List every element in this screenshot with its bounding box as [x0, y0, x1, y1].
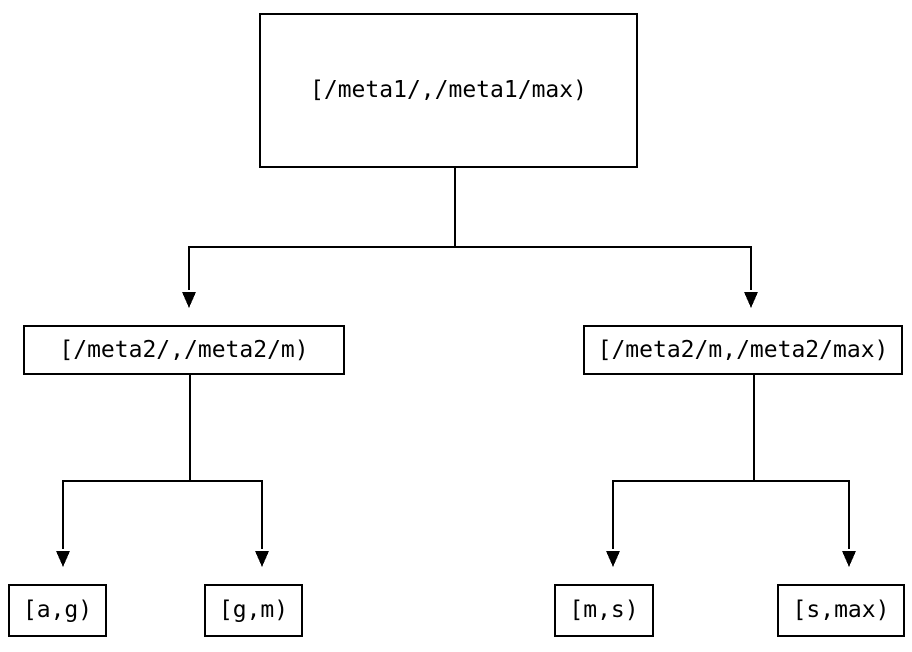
tree-node-root: [/meta1/,/meta1/max): [259, 13, 638, 168]
tree-node-meta2-right: [/meta2/m,/meta2/max): [583, 325, 903, 375]
node-label: [/meta2/,/meta2/m): [59, 336, 309, 363]
node-label: [/meta1/,/meta1/max): [310, 77, 587, 103]
node-label: [a,g): [22, 597, 93, 623]
node-label: [s,max): [792, 597, 890, 623]
arrowhead-leaf0: [56, 551, 70, 567]
arrowhead-leaf2: [606, 551, 620, 567]
tree-leaf-s-max: [s,max): [777, 584, 905, 637]
tree-leaf-a-g: [a,g): [8, 584, 107, 637]
tree-leaf-g-m: [g,m): [204, 584, 303, 637]
arrowhead-leaf1: [255, 551, 269, 567]
node-label: [g,m): [218, 597, 289, 623]
node-label: [/meta2/m,/meta2/max): [597, 336, 889, 363]
arrowhead-left: [182, 292, 196, 308]
node-label: [m,s): [569, 597, 639, 623]
arrowhead-right: [744, 292, 758, 308]
arrowhead-leaf3: [842, 551, 856, 567]
tree-leaf-m-s: [m,s): [554, 584, 654, 637]
tree-node-meta2-left: [/meta2/,/meta2/m): [23, 325, 345, 375]
